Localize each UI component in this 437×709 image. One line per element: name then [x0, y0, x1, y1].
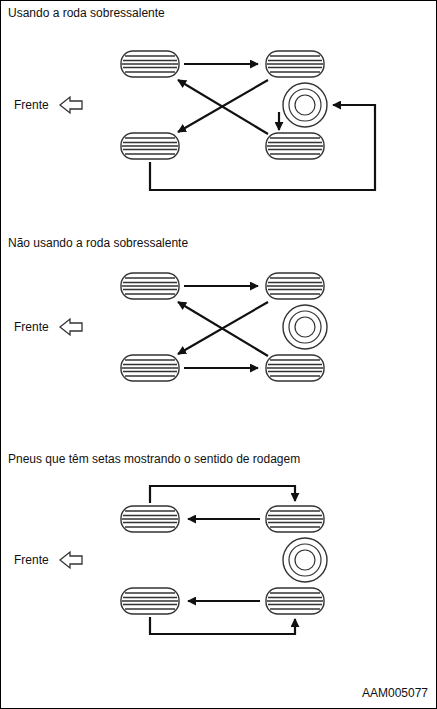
- figure-code: AAM005077: [362, 686, 428, 700]
- front-label: Frente: [14, 98, 49, 112]
- front-label: Frente: [14, 553, 49, 567]
- panel-heading: Não usando a roda sobressalente: [8, 236, 188, 250]
- panel-heading: Pneus que têm setas mostrando o sentido …: [8, 452, 300, 466]
- panel-without-spare: [60, 273, 327, 381]
- panel-with-spare: [60, 51, 375, 190]
- front-label: Frente: [14, 320, 49, 334]
- panel-directional-tires: [60, 486, 327, 634]
- panel-heading: Usando a roda sobressalente: [8, 6, 165, 20]
